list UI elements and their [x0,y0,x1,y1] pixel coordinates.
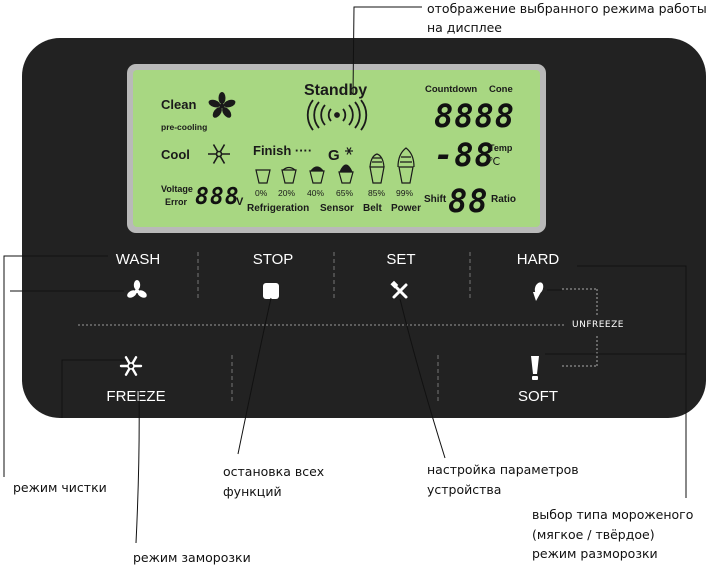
tools-icon[interactable] [390,280,408,299]
hard-soft-leader-line [577,265,687,498]
lcd-display-frame: Clean pre-cooling Cool Voltage Error 888… [127,64,546,233]
unfreeze-label: UNFREEZE [572,320,624,330]
hard-ice-cream-icon[interactable] [533,281,545,301]
freeze-leader-line [61,359,126,418]
stop-callout-line1: остановка всех [223,464,325,479]
standby-label: Standby [304,82,368,99]
cone-99-icon [397,147,415,184]
celsius-label: ℃ [488,156,501,168]
display-callout-line2: на дисплее [427,20,502,35]
fan-icon [208,92,236,118]
freeze-text-leader-line [135,389,140,544]
clean-label: Clean [161,97,197,112]
type-callout-line3: режим разморозки [532,546,658,561]
stop-square-icon[interactable] [263,283,279,299]
level-40: 40% [307,188,325,198]
precooling-label: pre-cooling [161,122,208,132]
cool-label: Cool [161,147,190,162]
cup-20-icon [281,166,297,184]
refrigeration-label: Refrigeration [247,203,310,214]
countdown-label: Countdown [425,84,478,95]
stop-leader-line [237,297,272,455]
small-snowflake-icon [345,147,353,155]
wash-leader-line [3,255,108,477]
error-label: Error [165,197,188,207]
voltage-digits: 888 [195,184,240,210]
set-callout-line2: устройства [427,482,502,497]
power-label: Power [391,203,422,214]
soft-ice-cream-icon[interactable] [531,356,539,380]
shift-digits: 88 [448,182,489,220]
level-85: 85% [368,188,386,198]
ratio-label: Ratio [491,194,516,205]
cone-label: Cone [489,84,513,95]
finish-label: Finish ···· [253,143,313,158]
snowflake-icon [208,144,230,164]
g-indicator-icon: G [328,147,340,164]
set-callout-line1: настройка параметров [427,462,579,477]
soft-button-label[interactable]: SOFT [518,388,558,405]
level-99: 99% [396,188,414,198]
sensor-label: Sensor [320,203,354,214]
shift-label: Shift [424,194,447,205]
set-leader-line [399,298,446,459]
type-callout-line1: выбор типа мороженого [532,507,694,522]
hard-button-label[interactable]: HARD [516,251,560,268]
freeze-button-label[interactable]: FREEZE [106,388,166,405]
voltage-label: Voltage [161,184,193,194]
cup-0-icon [255,169,271,184]
cone-85-icon [369,153,385,184]
temp-label: Temp [489,143,513,153]
set-button-label[interactable]: SET [386,251,416,268]
freeze-snowflake-icon[interactable] [119,356,143,376]
cup-40-icon [309,166,325,184]
stop-callout-line2: функций [223,484,282,499]
level-65: 65% [336,188,354,198]
wash-callout: режим чистки [13,480,107,495]
level-20: 20% [278,188,296,198]
wash-fan-icon[interactable] [126,280,148,299]
stop-button-label[interactable]: STOP [252,251,294,268]
wash-button-label[interactable]: WASH [115,251,161,268]
display-callout-line1: отображение выбранного режима работы [427,1,707,16]
volt-unit: V [236,196,244,208]
type-callout-line2: (мягкое / твёрдое) [532,527,655,542]
countdown-digits: 8888 [434,97,516,135]
lcd-display: Clean pre-cooling Cool Voltage Error 888… [133,70,540,227]
cup-65-icon [338,164,354,184]
belt-label: Belt [363,203,382,214]
display-leader-line [352,6,422,96]
standby-wireless-icon [306,99,368,131]
level-0: 0% [255,188,268,198]
temp-digits: -88 [434,136,495,174]
freeze-callout: режим заморозки [133,550,251,565]
